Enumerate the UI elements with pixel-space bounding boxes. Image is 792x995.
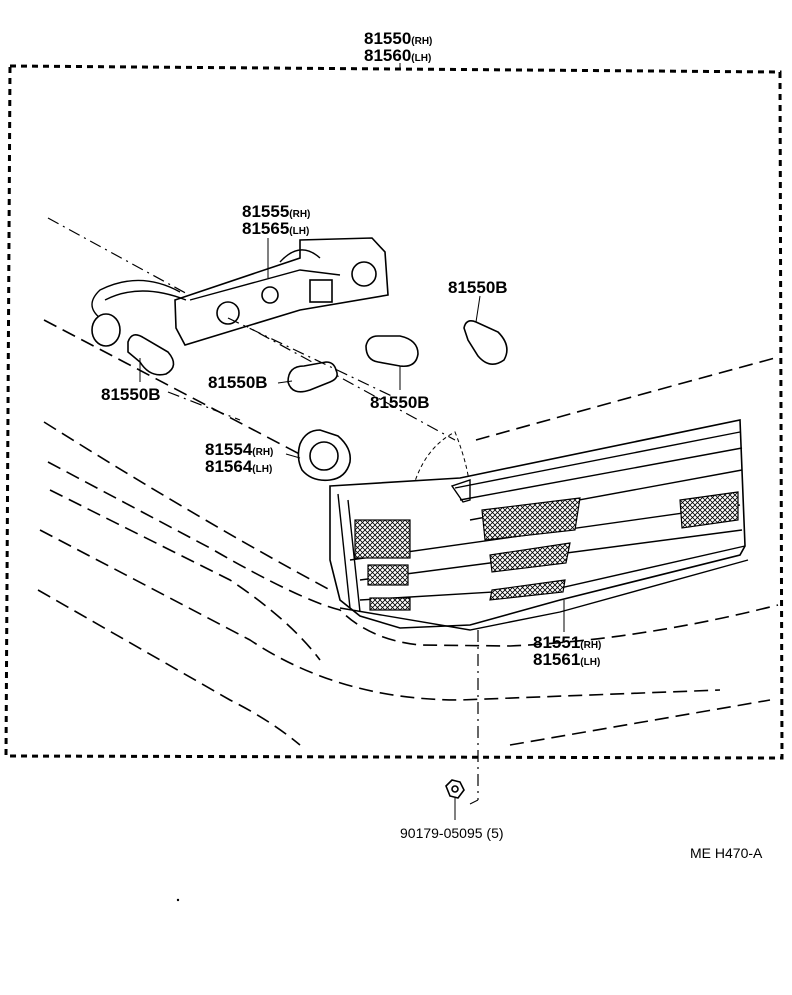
bulb-right-drawing	[463, 320, 508, 365]
scan-speck	[176, 898, 180, 902]
bulb-center-right-drawing	[365, 335, 419, 368]
label-bulb-center-right: 81550B	[370, 393, 430, 412]
label-lens: 81551(RH) 81561(LH)	[533, 633, 601, 669]
lens-assembly-drawing	[329, 419, 749, 631]
vehicle-body-outline	[37, 217, 779, 746]
leader-lines	[139, 238, 565, 820]
svg-text:81550(RH): 81550(RH)	[364, 29, 432, 48]
svg-text:81555(RH): 81555(RH)	[242, 202, 310, 221]
label-nut: 90179-05095 (5)	[400, 825, 504, 841]
svg-text:81551(RH): 81551(RH)	[533, 633, 601, 652]
assembly-frame	[4, 64, 784, 760]
diagram-reference-code: ME H470-A	[690, 845, 763, 861]
label-bulb-left: 81550B	[101, 385, 161, 404]
svg-text:81560(LH): 81560(LH)	[364, 46, 431, 65]
nut-drawing	[445, 779, 465, 799]
bulb-center-left-drawing	[287, 361, 338, 393]
socket-assembly-drawing	[91, 237, 389, 347]
svg-text:81561(LH): 81561(LH)	[533, 650, 600, 669]
svg-text:81564(LH): 81564(LH)	[205, 457, 272, 476]
label-bulb-right: 81550B	[448, 278, 508, 297]
label-bulb-center-left: 81550B	[208, 373, 268, 392]
label-assembly: 81550(RH) 81560(LH)	[364, 29, 432, 65]
gasket-drawing	[297, 429, 352, 482]
label-gasket: 81554(RH) 81564(LH)	[205, 440, 273, 476]
label-socket: 81555(RH) 81565(LH)	[242, 202, 310, 238]
bulb-left-drawing	[127, 334, 175, 376]
svg-text:81565(LH): 81565(LH)	[242, 219, 309, 238]
svg-text:81554(RH): 81554(RH)	[205, 440, 273, 459]
